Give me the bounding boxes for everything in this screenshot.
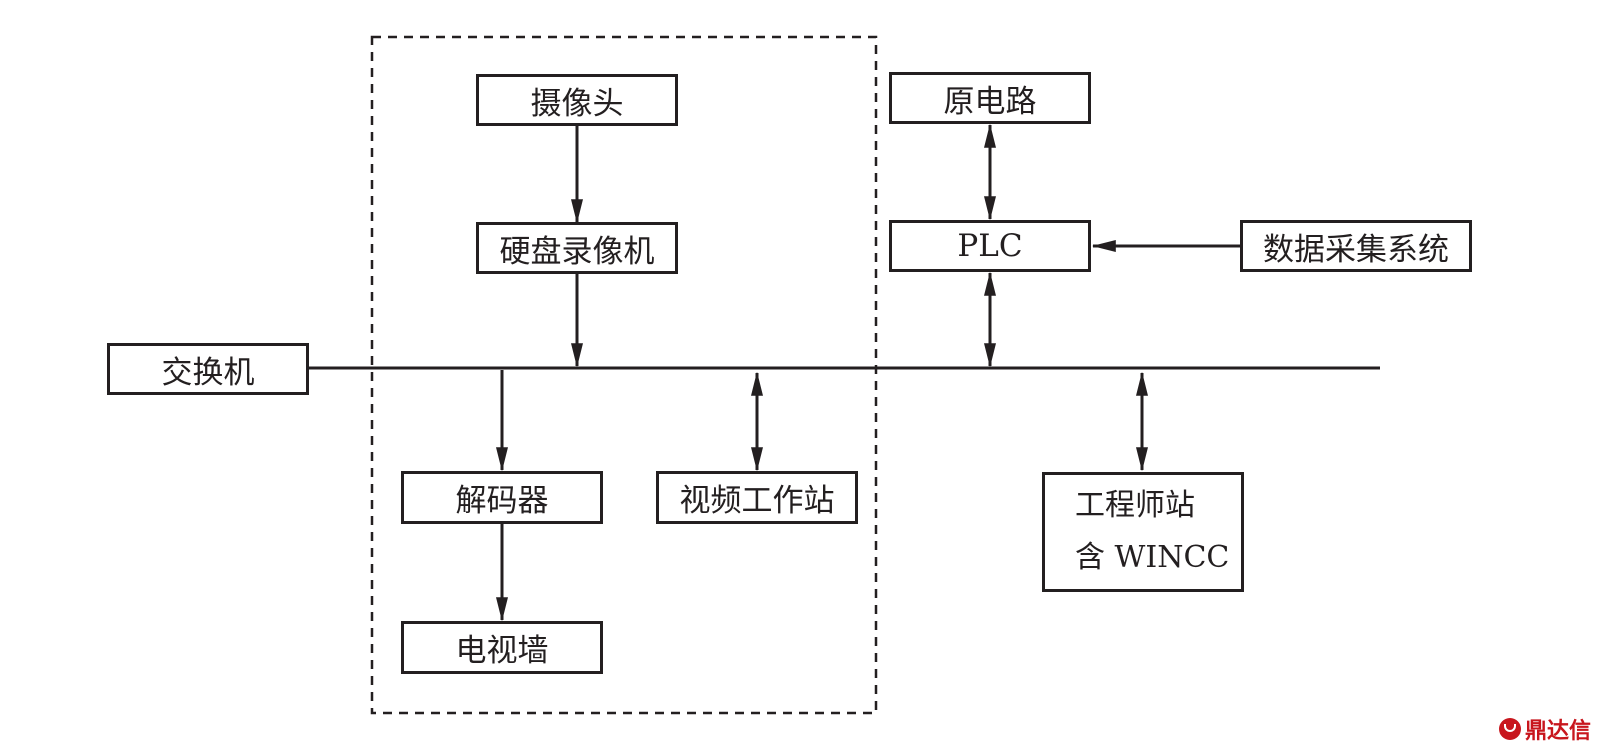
watermark: 鼎达信 xyxy=(1498,713,1591,745)
watermark-text: 鼎达信 xyxy=(1524,719,1591,744)
engineer-station-box: 工程师站 含 WINCC xyxy=(1042,472,1244,592)
switch-label: 交换机 xyxy=(161,354,255,391)
nvr-box: 硬盘录像机 xyxy=(476,222,678,274)
plc-box: PLC xyxy=(889,220,1091,272)
camera-box: 摄像头 xyxy=(476,74,678,126)
decoder-label: 解码器 xyxy=(455,483,549,519)
engineer-station-label-line2: 含 WINCC xyxy=(1075,540,1230,575)
video-workstation-label: 视频工作站 xyxy=(679,483,835,519)
video-wall-box: 电视墙 xyxy=(401,621,603,674)
data-acquisition-box: 数据采集系统 xyxy=(1240,220,1472,272)
decoder-box: 解码器 xyxy=(401,471,603,524)
video-workstation-box: 视频工作站 xyxy=(656,471,858,524)
dashed-boundary xyxy=(370,35,878,715)
original-circuit-box: 原电路 xyxy=(889,72,1091,124)
watermark-logo-icon xyxy=(1498,718,1521,740)
plc-label: PLC xyxy=(957,228,1023,264)
video-wall-label: 电视墙 xyxy=(455,633,549,669)
nvr-label: 硬盘录像机 xyxy=(499,233,655,270)
original-circuit-label: 原电路 xyxy=(943,83,1037,120)
data-acquisition-label: 数据采集系统 xyxy=(1263,231,1449,268)
switch-box: 交换机 xyxy=(107,343,309,395)
engineer-station-label-line1: 工程师站 xyxy=(1075,488,1195,523)
camera-label: 摄像头 xyxy=(530,85,624,122)
